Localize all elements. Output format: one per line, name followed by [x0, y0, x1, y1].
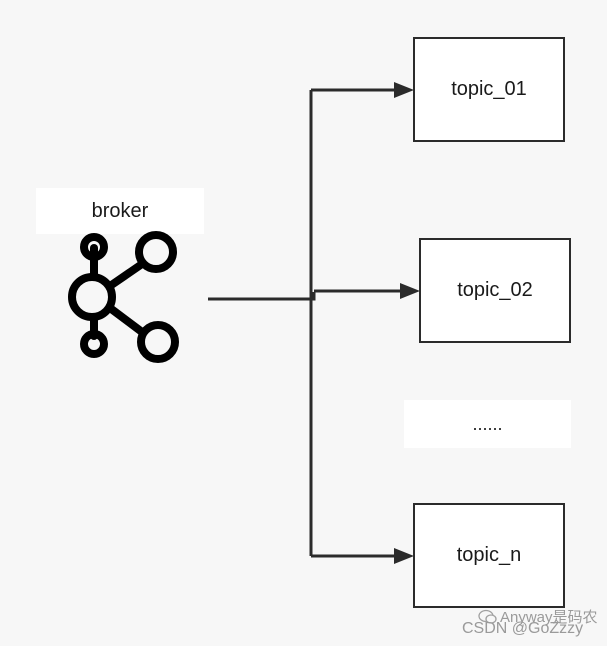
- watermark-author: Anyway是码农: [500, 609, 598, 626]
- topic-01-box: [413, 37, 565, 142]
- arrowhead-topic-02: [400, 283, 420, 299]
- topic-02-box: [419, 238, 571, 343]
- ellipsis-box: [404, 400, 571, 448]
- wechat-icon: [478, 609, 497, 624]
- topic-02-label: topic_02: [457, 279, 533, 301]
- broker-label: broker: [91, 199, 149, 222]
- ellipsis-label: ......: [472, 413, 503, 434]
- topic-n-box: [413, 503, 565, 608]
- arrowhead-topic-n: [394, 548, 414, 564]
- arrowhead-topic-01: [394, 82, 414, 98]
- broker-label-box: [36, 188, 204, 234]
- watermark-csdn: CSDN @GoZzzy: [462, 620, 584, 637]
- topic-01-label: topic_01: [451, 78, 527, 100]
- topic-n-label: topic_n: [456, 544, 522, 566]
- kafka-logo-icon: [68, 231, 179, 363]
- broker-connector: [208, 292, 316, 301]
